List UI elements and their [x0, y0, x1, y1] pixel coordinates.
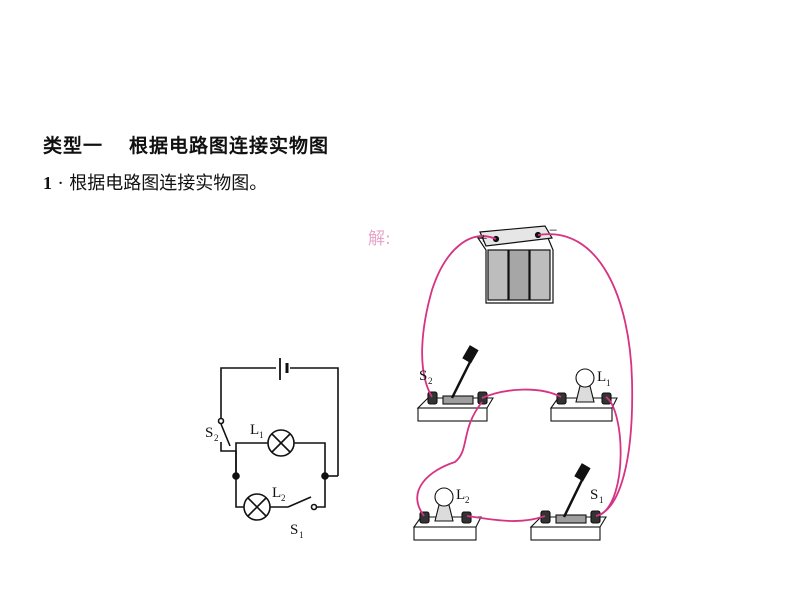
battery-cell-3 — [529, 249, 551, 301]
schematic-wire-left — [220, 448, 237, 476]
lamp-l1-socket — [575, 385, 595, 403]
physical-l1-sub: 1 — [606, 378, 611, 388]
circuit-schematic — [217, 358, 339, 521]
question-1: 1 · 根据电路图连接实物图。 — [43, 169, 267, 195]
battery-cell-1 — [487, 249, 509, 301]
switch-s1-handle — [574, 463, 591, 482]
switch-s1-base-front — [530, 526, 601, 541]
question-text: 根据电路图连接实物图。 — [69, 173, 268, 194]
switch-s1-physical — [529, 463, 607, 541]
wire-l2-to-s1 — [466, 515, 546, 522]
schematic-s2-letter: S — [205, 425, 213, 441]
section-title: 根据电路图连接实物图 — [129, 135, 330, 157]
physical-labels: + − S 2 L 1 L 2 S 1 — [419, 223, 611, 505]
junction-right — [321, 472, 329, 480]
switch-s1-contact — [310, 503, 318, 511]
switch-s2-physical — [416, 345, 494, 422]
switch-s2-handle — [462, 345, 479, 364]
battery-cell-2 — [508, 249, 530, 301]
lamp-l1-terminal-left — [556, 392, 567, 405]
schematic-wire-l2-right — [317, 476, 326, 508]
switch-s1-lever — [562, 477, 585, 518]
switch-s2-base-front — [417, 407, 488, 422]
physical-l1-letter: L — [597, 369, 606, 385]
schematic-wire-l2-left — [235, 476, 244, 508]
battery-plus-label: + — [479, 231, 487, 247]
wire-battery-plus-to-s2 — [421, 235, 497, 398]
lamp-l1-cross-b — [271, 433, 291, 453]
schematic-s1-sub: 1 — [299, 530, 304, 540]
switch-s1-terminal-right — [590, 510, 601, 524]
schematic-l2-sub: 2 — [281, 493, 286, 503]
lamp-l2-bulb — [434, 487, 454, 507]
physical-s1-letter: S — [590, 487, 598, 503]
schematic-wire-top-left — [220, 367, 276, 418]
schematic-wire-top-right — [290, 367, 339, 476]
schematic-l2-letter: L — [272, 485, 281, 501]
battery-pack — [476, 225, 554, 304]
schematic-wire-l1-right — [294, 442, 326, 476]
wire-battery-minus-to-s1 — [537, 233, 634, 517]
schematic-s1-letter: S — [290, 522, 298, 538]
schematic-wire-l1-left — [235, 442, 268, 476]
answer-label: 解: — [368, 229, 391, 249]
lamp-l2-physical — [412, 487, 482, 541]
section-heading: 类型一 根据电路图连接实物图 — [43, 131, 329, 158]
section-label: 类型一 — [43, 135, 104, 157]
switch-s2-lever — [450, 359, 473, 399]
wire-s2-to-l2 — [416, 401, 483, 517]
schematic-l1-letter: L — [250, 422, 259, 438]
question-number: 1 — [43, 173, 52, 193]
physical-s2-sub: 2 — [428, 376, 433, 386]
lamp-l2-base-front — [413, 526, 477, 541]
schematic-labels: S 2 L 1 L 2 S 1 — [205, 422, 304, 540]
switch-s2-contact-top — [217, 417, 225, 425]
schematic-l1-sub: 1 — [259, 430, 264, 440]
lamp-l1-physical — [549, 368, 618, 422]
junction-left — [232, 472, 240, 480]
battery-minus-label: − — [549, 223, 557, 239]
switch-s1-plate — [555, 514, 587, 524]
lamp-l2-terminal-right — [461, 511, 472, 524]
answer-wires — [416, 233, 634, 522]
physical-s1-sub: 1 — [599, 495, 604, 505]
question-separator: · — [57, 173, 64, 194]
switch-s2-plate — [442, 395, 474, 405]
lamp-l2-cross-b — [247, 497, 267, 517]
switch-s1-blade — [287, 496, 312, 508]
physical-l2-letter: L — [456, 487, 465, 503]
physical-l2-sub: 2 — [465, 495, 470, 505]
physical-s2-letter: S — [419, 368, 427, 384]
lamp-l1-bulb — [575, 368, 595, 388]
switch-s2-blade — [220, 423, 231, 447]
lamp-l1-base-front — [550, 407, 613, 422]
schematic-s2-sub: 2 — [214, 433, 219, 443]
lamp-l2-socket — [434, 504, 454, 522]
wire-l1-to-s1 — [599, 396, 622, 516]
wire-s2-to-l1 — [481, 388, 562, 399]
